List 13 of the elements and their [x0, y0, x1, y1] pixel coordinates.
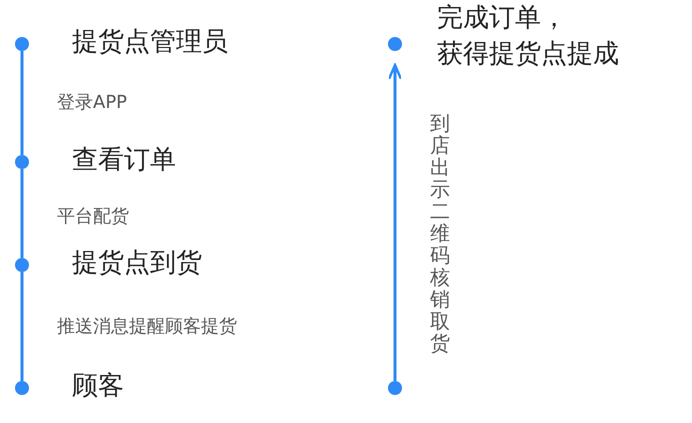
step-label: 提货点管理员: [72, 26, 229, 59]
step-label: 顾客: [72, 370, 125, 403]
connector-line: [20, 51, 24, 155]
edge-label: 到店出示二维码核销取货: [430, 112, 450, 354]
edge-label: 平台配货: [57, 205, 129, 228]
step-label: 完成订单，获得提货点提成: [437, 2, 620, 71]
arrow: [388, 64, 402, 381]
step-label: 查看订单: [72, 144, 177, 177]
connector-line: [20, 169, 24, 258]
edge-label: 推送消息提醒顾客提货: [57, 315, 237, 338]
step-label: 提货点到货: [72, 247, 203, 280]
connector-line: [20, 272, 24, 381]
edge-label: 登录APP: [57, 91, 128, 114]
